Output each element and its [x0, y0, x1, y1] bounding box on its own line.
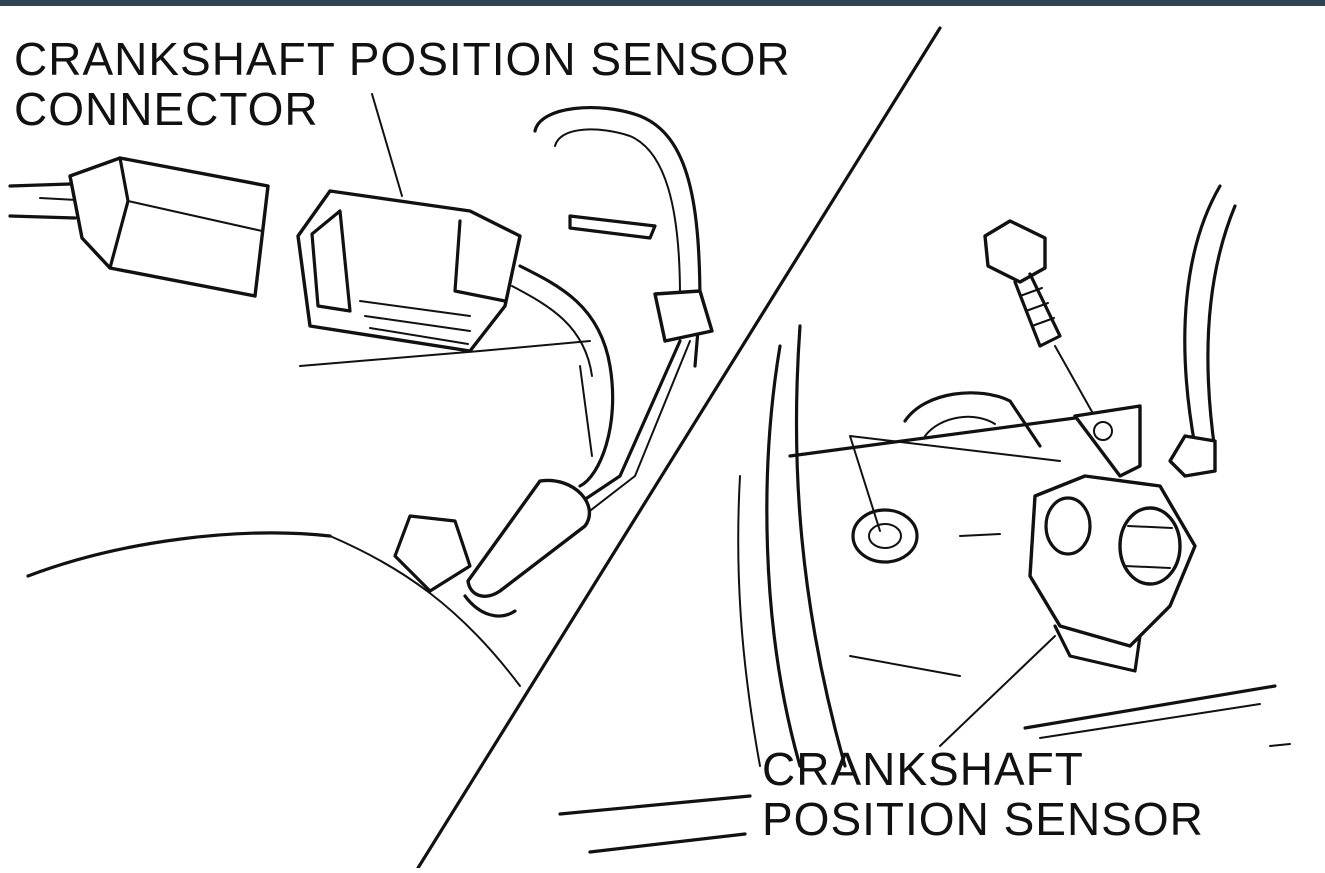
sensor-callout-label: CRANKSHAFT POSITION SENSOR: [762, 744, 1204, 844]
mounting-bolt-threads: [1019, 287, 1055, 327]
sensor-label-line1: CRANKSHAFT: [762, 743, 1084, 795]
sensor-lower-flange: [1053, 624, 1142, 673]
wire-clip-tab: [568, 214, 657, 240]
sensor-connector-ribs: [359, 300, 471, 345]
engine-curve-left-a: [765, 344, 802, 768]
connector-label-line1: CRANKSHAFT POSITION SENSOR: [14, 33, 791, 85]
grommet-bracket: [393, 514, 472, 593]
connector-label-line2: CONNECTOR: [14, 83, 319, 135]
connector-callout-label: CRANKSHAFT POSITION SENSOR CONNECTOR: [14, 34, 791, 134]
frame-stroke-d: [588, 832, 747, 854]
frame-stroke-g: [849, 655, 961, 677]
wire-clip-hook-inner: [554, 128, 681, 297]
sensor-bracket: [1073, 404, 1142, 478]
sensor-wire-loop: [518, 264, 615, 488]
sensor-cable-outer: [1206, 204, 1237, 453]
mounting-hole-outer: [851, 508, 919, 564]
sketch-line-small: [299, 340, 591, 367]
sketch-line-vert: [579, 365, 593, 457]
mounting-bolt-head: [983, 219, 1047, 284]
diagram-illustration: [8, 26, 1291, 870]
wire-clip-block: [653, 289, 714, 343]
top-border-strip: [0, 0, 1325, 6]
sensor-boss-right: [1118, 506, 1182, 586]
bracket-bolt-hole: [1093, 421, 1113, 441]
wire-grommet: [466, 478, 592, 598]
sensor-connector-lock: [453, 219, 507, 303]
harness-connector-edge: [127, 200, 263, 232]
sensor-wire-loop-inner: [511, 285, 593, 377]
harness-wire-top: [8, 182, 72, 188]
frame-stroke-f: [959, 533, 1001, 537]
frame-stroke-c: [558, 794, 752, 816]
engine-block-contour: [903, 391, 1042, 448]
harness-connector-body: [68, 156, 270, 298]
frame-stroke-b: [1039, 703, 1261, 739]
harness-wire-bottom: [8, 214, 77, 220]
sensor-leader-line: [939, 635, 1056, 747]
frame-stroke-e: [1269, 743, 1291, 747]
connector-leader-line: [371, 93, 403, 197]
engine-housing-lower: [329, 535, 521, 687]
mounting-hole-inner: [868, 523, 902, 549]
engine-curve-left-c: [737, 475, 761, 767]
engine-housing-outline: [26, 531, 332, 578]
sensor-connector-body: [296, 189, 522, 353]
frame-stroke-a: [1023, 684, 1277, 730]
sensor-boss-detail: [1124, 525, 1173, 569]
wire-clip-hook: [533, 106, 702, 368]
engine-block-edge: [788, 414, 1092, 458]
sensor-cable: [1183, 184, 1222, 448]
engine-block-contour-inner: [924, 415, 996, 437]
panel-divider-line: [416, 26, 942, 870]
hole-leader-line: [849, 435, 1061, 532]
sensor-boss-left: [1044, 496, 1092, 556]
engine-curve-left-b: [794, 324, 847, 768]
sensor-connector-opening: [310, 209, 352, 313]
grommet-base: [463, 594, 517, 618]
crankshaft-sensor-diagram: CRANKSHAFT POSITION SENSOR CONNECTOR CRA…: [0, 6, 1325, 870]
mounting-bolt-shank: [1013, 272, 1062, 348]
sensor-label-line2: POSITION SENSOR: [762, 793, 1204, 845]
sensor-cable-boot: [1168, 434, 1217, 478]
